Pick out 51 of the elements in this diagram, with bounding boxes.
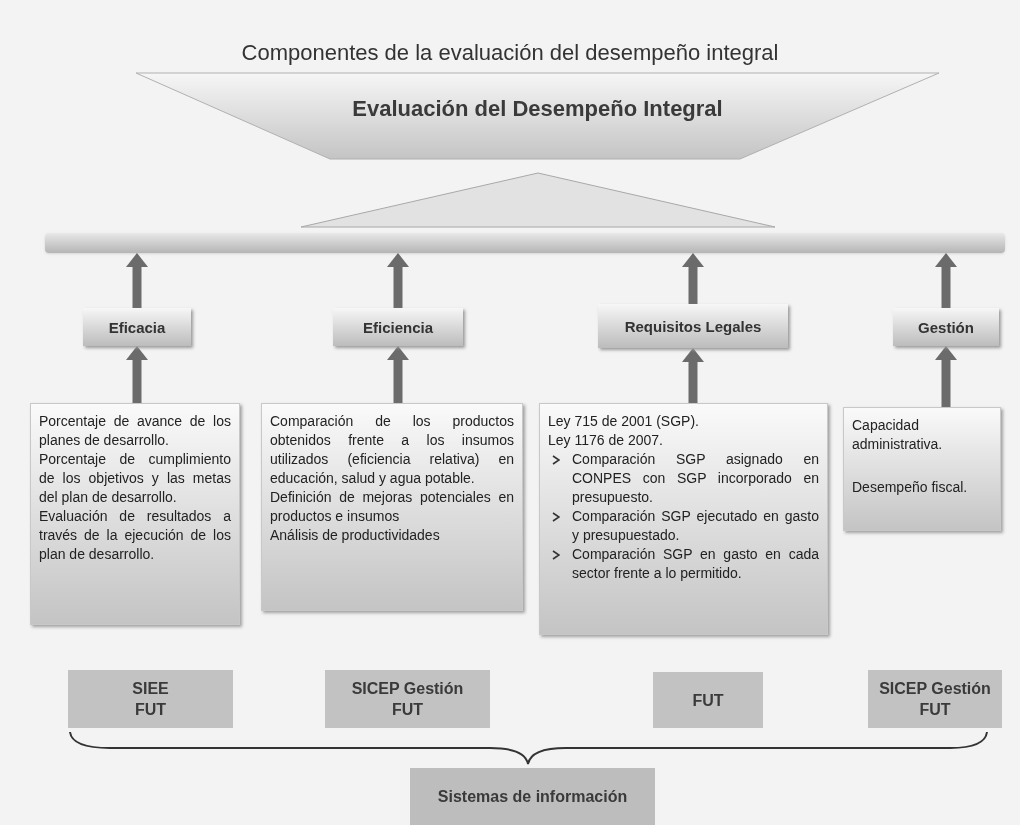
system-label: FUT xyxy=(134,700,167,720)
arrow xyxy=(126,253,148,308)
system-label: SIEE xyxy=(132,679,169,699)
arrow xyxy=(387,253,409,308)
category-box xyxy=(598,304,788,348)
description-text: Definición de mejoras potenciales en productos e insumos xyxy=(270,488,514,526)
arrow xyxy=(387,346,409,403)
funnel-shape xyxy=(135,72,940,160)
system-label: SICEP Gestión xyxy=(879,679,991,699)
system-label: Sistemas de información xyxy=(437,787,628,807)
system-box xyxy=(325,670,490,728)
triangle-shape xyxy=(300,172,776,228)
description-text: Análisis de productividades xyxy=(270,526,441,545)
category-box xyxy=(83,308,191,346)
description-text: Desempeño fiscal. xyxy=(852,478,969,497)
system-label: FUT xyxy=(391,700,424,720)
description-text: Capacidad administrativa. xyxy=(852,416,944,454)
category-label: Gestión xyxy=(918,317,974,337)
category-label: Requisitos Legales xyxy=(624,316,762,336)
category-box xyxy=(333,308,463,346)
system-box xyxy=(868,670,1002,728)
description-box xyxy=(30,403,240,625)
description-text: Comparación SGP asignado en CONPES con SGP incorporado en presupuesto. xyxy=(572,450,819,507)
description-text: Evaluación de resultados a través de la ejecución de los plan de desarrollo. xyxy=(39,507,231,564)
system-label: FUT xyxy=(692,690,724,711)
description-text: Comparación de los productos obtenidos frente a los insumos utilizados (eficiencia relativa) en educación, salud y agua potable. xyxy=(270,412,514,488)
system-label: SICEP Gestión xyxy=(351,679,464,699)
category-label: Eficacia xyxy=(108,317,166,337)
arrow xyxy=(682,253,704,304)
description-text: Porcentaje de avance de los planes de desarrollo. xyxy=(39,412,231,450)
description-text: Ley 1176 de 2007. xyxy=(548,431,664,450)
description-text: Porcentaje de cumplimiento de los objetivos y las metas del plan de desarrollo. xyxy=(39,450,231,507)
description-box xyxy=(261,403,523,611)
arrow xyxy=(126,346,148,403)
diagram-title: Componentes de la evaluación del desempeño integral xyxy=(240,39,780,67)
system-box xyxy=(653,672,763,728)
category-box xyxy=(893,308,999,346)
description-text: Comparación SGP en gasto en cada sector frente a lo permitido. xyxy=(572,545,819,583)
system-label: FUT xyxy=(919,700,951,720)
category-label: Eficiencia xyxy=(362,317,433,337)
description-text: Comparación SGP ejecutado en gasto y presupuestado. xyxy=(572,507,819,545)
arrow xyxy=(935,346,957,407)
system-box xyxy=(410,768,655,825)
system-box xyxy=(68,670,233,728)
arrow xyxy=(935,253,957,308)
arrow xyxy=(682,348,704,403)
base-bar xyxy=(45,233,1005,253)
description-box xyxy=(539,403,828,635)
description-text: Ley 715 de 2001 (SGP). xyxy=(548,412,700,431)
description-box xyxy=(843,407,1001,531)
heading-text: Evaluación del Desempeño Integral xyxy=(352,94,723,123)
